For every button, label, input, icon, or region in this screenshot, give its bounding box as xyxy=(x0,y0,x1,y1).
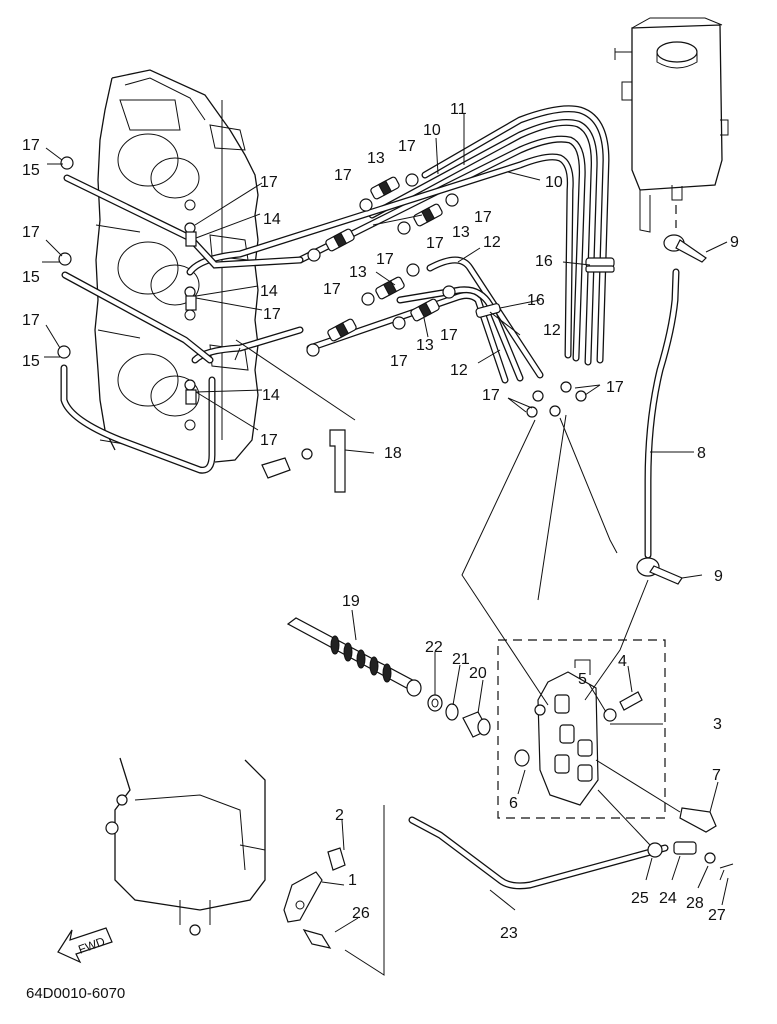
label-26: 26 xyxy=(352,905,370,922)
label-13-d: 13 xyxy=(416,337,434,354)
label-4: 4 xyxy=(618,653,627,670)
label-17: 17 xyxy=(260,432,278,449)
label-12-b: 12 xyxy=(543,322,561,339)
label-2: 2 xyxy=(335,807,344,824)
label-9-top: 9 xyxy=(730,234,739,251)
label-17: 17 xyxy=(440,327,458,344)
hose-clamp-9 xyxy=(636,234,707,585)
label-17: 17 xyxy=(22,137,40,154)
oil-tank xyxy=(614,17,729,233)
label-27: 27 xyxy=(708,907,726,924)
label-11: 11 xyxy=(450,101,467,118)
label-8: 8 xyxy=(697,445,706,462)
label-17: 17 xyxy=(606,379,624,396)
label-17: 17 xyxy=(390,353,408,370)
label-5: 5 xyxy=(578,671,587,688)
label-17: 17 xyxy=(334,167,352,184)
label-19: 19 xyxy=(342,593,360,610)
hose-clamp-16 xyxy=(475,257,615,318)
label-17: 17 xyxy=(398,138,416,155)
label-23: 23 xyxy=(500,925,518,942)
label-10-b: 10 xyxy=(545,174,563,191)
fitting-7 xyxy=(679,807,717,833)
document-code: 64D0010-6070 xyxy=(26,985,126,1002)
label-14-b: 14 xyxy=(260,283,278,300)
label-15-b: 15 xyxy=(22,269,40,286)
label-15-a: 15 xyxy=(22,162,40,179)
label-17: 17 xyxy=(482,387,500,404)
lever-1-and-pin-2 xyxy=(283,847,346,949)
label-16-b: 16 xyxy=(527,292,545,309)
bracket-18 xyxy=(261,429,346,493)
label-17: 17 xyxy=(426,235,444,252)
drive-gear-shaft-19 xyxy=(286,617,422,697)
label-17: 17 xyxy=(22,312,40,329)
label-3: 3 xyxy=(713,716,722,733)
hose-joints-14 xyxy=(185,231,197,405)
part-number-labels: 1 2 3 4 5 6 7 8 9 9 10 10 11 12 12 12 13… xyxy=(22,101,739,942)
label-7: 7 xyxy=(712,767,721,784)
label-1: 1 xyxy=(348,872,357,889)
label-10-a: 10 xyxy=(423,122,441,139)
label-13-a: 13 xyxy=(367,150,385,167)
label-15-c: 15 xyxy=(22,353,40,370)
oil-pump-assembly-3 xyxy=(497,639,666,819)
hose-clips-17 xyxy=(57,156,587,418)
label-22: 22 xyxy=(425,639,443,656)
label-17: 17 xyxy=(376,251,394,268)
label-20: 20 xyxy=(469,665,487,682)
small-fittings xyxy=(647,841,734,881)
lower-unit-housing xyxy=(105,757,266,936)
label-9-bottom: 9 xyxy=(714,568,723,585)
label-14-c: 14 xyxy=(262,387,280,404)
label-18: 18 xyxy=(384,445,402,462)
seal-oring-bushing xyxy=(427,694,491,738)
check-valves-13 xyxy=(325,176,443,342)
label-16-a: 16 xyxy=(535,253,553,270)
label-24: 24 xyxy=(659,890,677,907)
label-17: 17 xyxy=(263,306,281,323)
forward-direction-arrow: FWD xyxy=(57,927,113,964)
label-12-c: 12 xyxy=(450,362,468,379)
label-14-a: 14 xyxy=(263,211,281,228)
label-13-c: 13 xyxy=(349,264,367,281)
label-17: 17 xyxy=(323,281,341,298)
label-21: 21 xyxy=(452,651,470,668)
label-12-a: 12 xyxy=(483,234,501,251)
label-17: 17 xyxy=(22,224,40,241)
label-13-b: 13 xyxy=(452,224,470,241)
label-25: 25 xyxy=(631,890,649,907)
label-17: 17 xyxy=(260,174,278,191)
label-28: 28 xyxy=(686,895,704,912)
label-17: 17 xyxy=(474,209,492,226)
label-6: 6 xyxy=(509,795,518,812)
leader-lines xyxy=(42,113,729,976)
